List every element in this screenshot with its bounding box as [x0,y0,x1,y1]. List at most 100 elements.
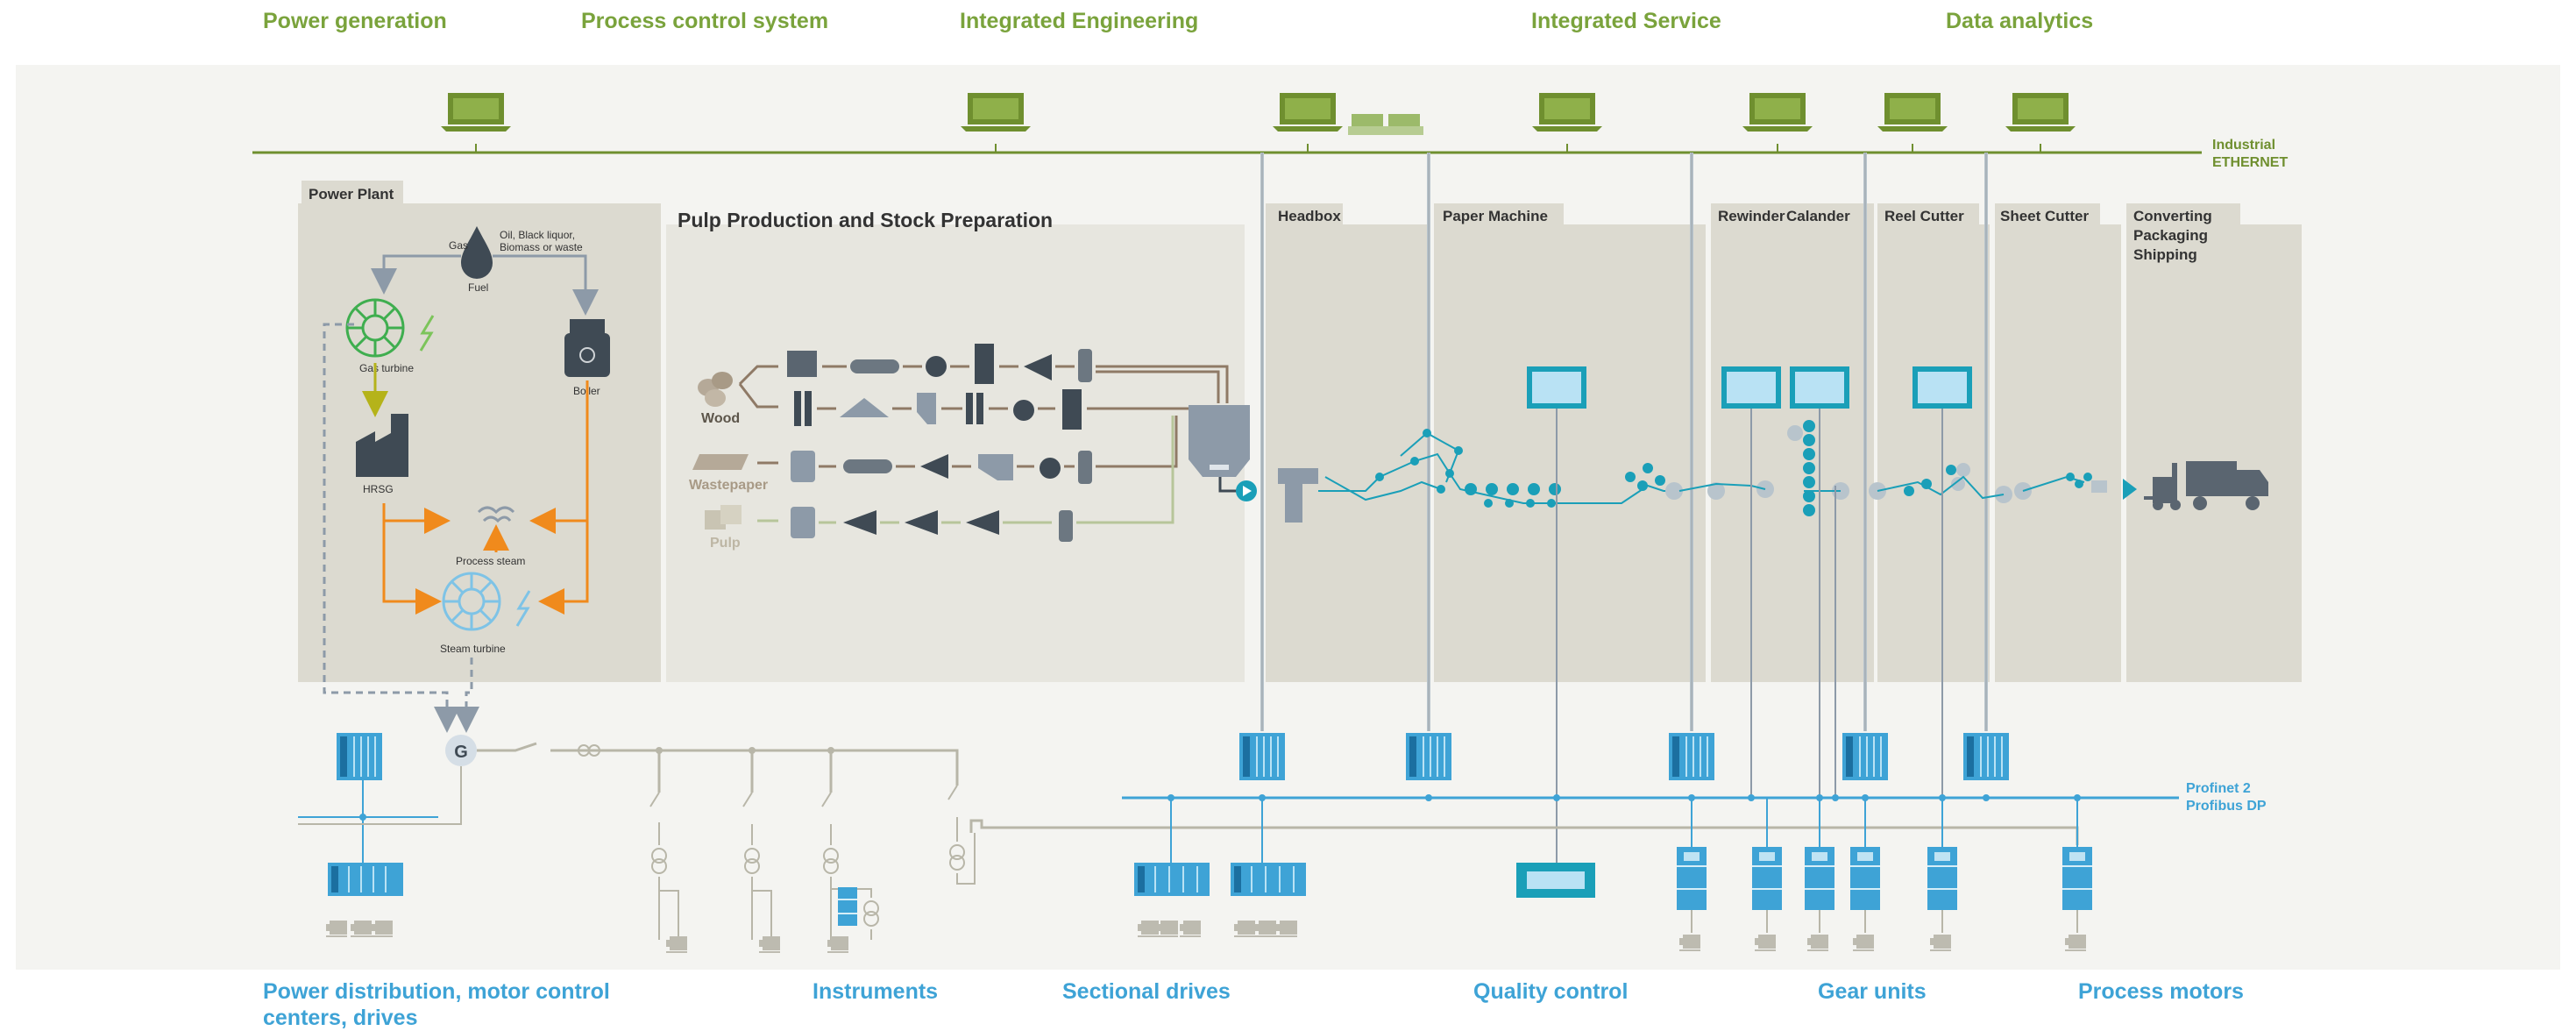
hrsg-icon [356,414,408,477]
boiler-icon [564,319,610,377]
sheet-cutter-title: Sheet Cutter [2000,208,2089,224]
calander-title: Calander [1786,208,1850,224]
rewinder-calander-panel [1711,224,1874,682]
sectional-drive-icon [1231,863,1306,896]
drive-unit-icon [1849,846,1881,911]
plc-controller-icon [1238,732,1286,781]
laptop-icon [1742,93,1813,153]
monitor-icon [1912,366,1972,409]
label-instruments: Instruments [813,979,939,1004]
sectional-drive-icon [1134,863,1210,896]
label-data-analytics: Data analytics [1946,9,2094,33]
pulp-panel [666,224,1245,682]
motor-icon [325,920,394,937]
drive-unit-icon [1804,846,1835,911]
pulp-title: Pulp Production and Stock Preparation [678,209,1053,231]
process-row-3 [791,451,1092,484]
monitor-icon [1790,366,1849,409]
process-steam-icon [477,506,515,523]
label-integrated-engineering: Integrated Engineering [960,9,1199,33]
pulp-icon [705,505,742,530]
plc-controller-icon [1668,732,1715,781]
ethernet-label-2: ETHERNET [2212,155,2288,170]
forklift-icon [2144,463,2181,510]
paper-machine-panel [1434,224,1706,682]
process-row-4 [791,507,1073,542]
plc-controller-icon [336,732,383,781]
fuel-icon [461,226,493,279]
converting-title: Converting [2133,208,2212,224]
gas-turbine-label: Gas turbine [359,362,414,374]
electricity-icon [515,590,531,627]
truck-icon [2186,461,2268,510]
paper-machine-title: Paper Machine [1443,208,1548,224]
laptop-icon [1273,93,1343,153]
shipping-arrow-icon [2123,479,2137,500]
calander-stack [1803,420,2092,516]
gas-label: Gas [449,239,468,252]
diagram-stage: Power Plant Pulp Production and Stock Pr… [16,65,2560,970]
laptop-icon [441,93,511,153]
headbox-panel [1266,224,1429,682]
drive-unit-icon [1676,846,1707,911]
drive-unit-icon [2062,846,2093,911]
motor-icon [1137,920,1298,937]
drive-unit-icon [1927,846,1958,911]
laptop-icon [961,93,1031,153]
wood-icon [698,372,733,407]
label-quality-control: Quality control [1473,979,1629,1004]
profinet-label: Profinet 2 [2186,781,2251,796]
reel-cutter-panel [1877,224,1990,682]
laptop-icon [1877,93,1948,153]
label-power-distribution: Power distribution, motor control center… [263,979,610,1030]
fuel-types-label-1: Oil, Black liquor, [500,229,575,241]
generator-label: G [454,743,468,762]
hrsg-label: HRSG [363,483,394,495]
rewinder-title: Rewinder [1718,208,1785,224]
headbox-icon [1278,468,1318,523]
wastepaper-icon [692,454,749,470]
electricity-icon [419,315,435,352]
pump-icon [1236,480,1257,501]
power-plant-title: Power Plant [309,186,394,203]
packaging-title: Packaging [2133,227,2208,244]
drive-unit-icon [1751,846,1783,911]
plant-diagram: Power Plant Pulp Production and Stock Pr… [252,93,2302,953]
label-sectional-drives: Sectional drives [1062,979,1231,1004]
plc-controller-icon [1962,732,2010,781]
wastepaper-label: Wastepaper [689,478,768,493]
label-process-control-system: Process control system [581,9,829,33]
quality-control-scanner-icon [1516,863,1595,898]
pulp-label: Pulp [710,536,741,551]
steam-turbine-icon [442,572,501,631]
instrument-icons [665,887,857,953]
fuel-label: Fuel [468,281,488,294]
mcc-drive-icon [328,863,403,896]
ethernet-label-1: Industrial [2212,138,2275,153]
generator-icon [445,735,477,766]
label-gear-units: Gear units [1818,979,1927,1004]
profibus-label: Profibus DP [2186,799,2267,814]
gas-turbine-icon [345,298,405,358]
label-integrated-service: Integrated Service [1531,9,1721,33]
servers-icon [1348,114,1423,135]
label-process-motors: Process motors [2078,979,2244,1004]
process-row-2 [794,389,1082,430]
monitor-icon [1527,366,1586,409]
laptop-icon [1532,93,1602,153]
steam-turbine-label: Steam turbine [440,643,506,655]
shipping-title: Shipping [2133,246,2197,263]
headbox-title: Headbox [1278,208,1341,224]
fuel-types-label-2: Biomass or waste [500,241,583,253]
plc-controller-icon [1405,732,1452,781]
wood-label: Wood [701,411,740,426]
laptop-icon [2005,93,2076,153]
label-power-generation: Power generation [263,9,447,33]
gear-unit-motor-icon [1678,934,2087,951]
process-row-1 [787,344,1092,384]
converting-panel [2126,224,2302,682]
monitor-icon [1721,366,1781,409]
sheet-cutter-panel [1995,224,2121,682]
reel-cutter-title: Reel Cutter [1884,208,1964,224]
stock-tank-icon [1189,405,1250,477]
